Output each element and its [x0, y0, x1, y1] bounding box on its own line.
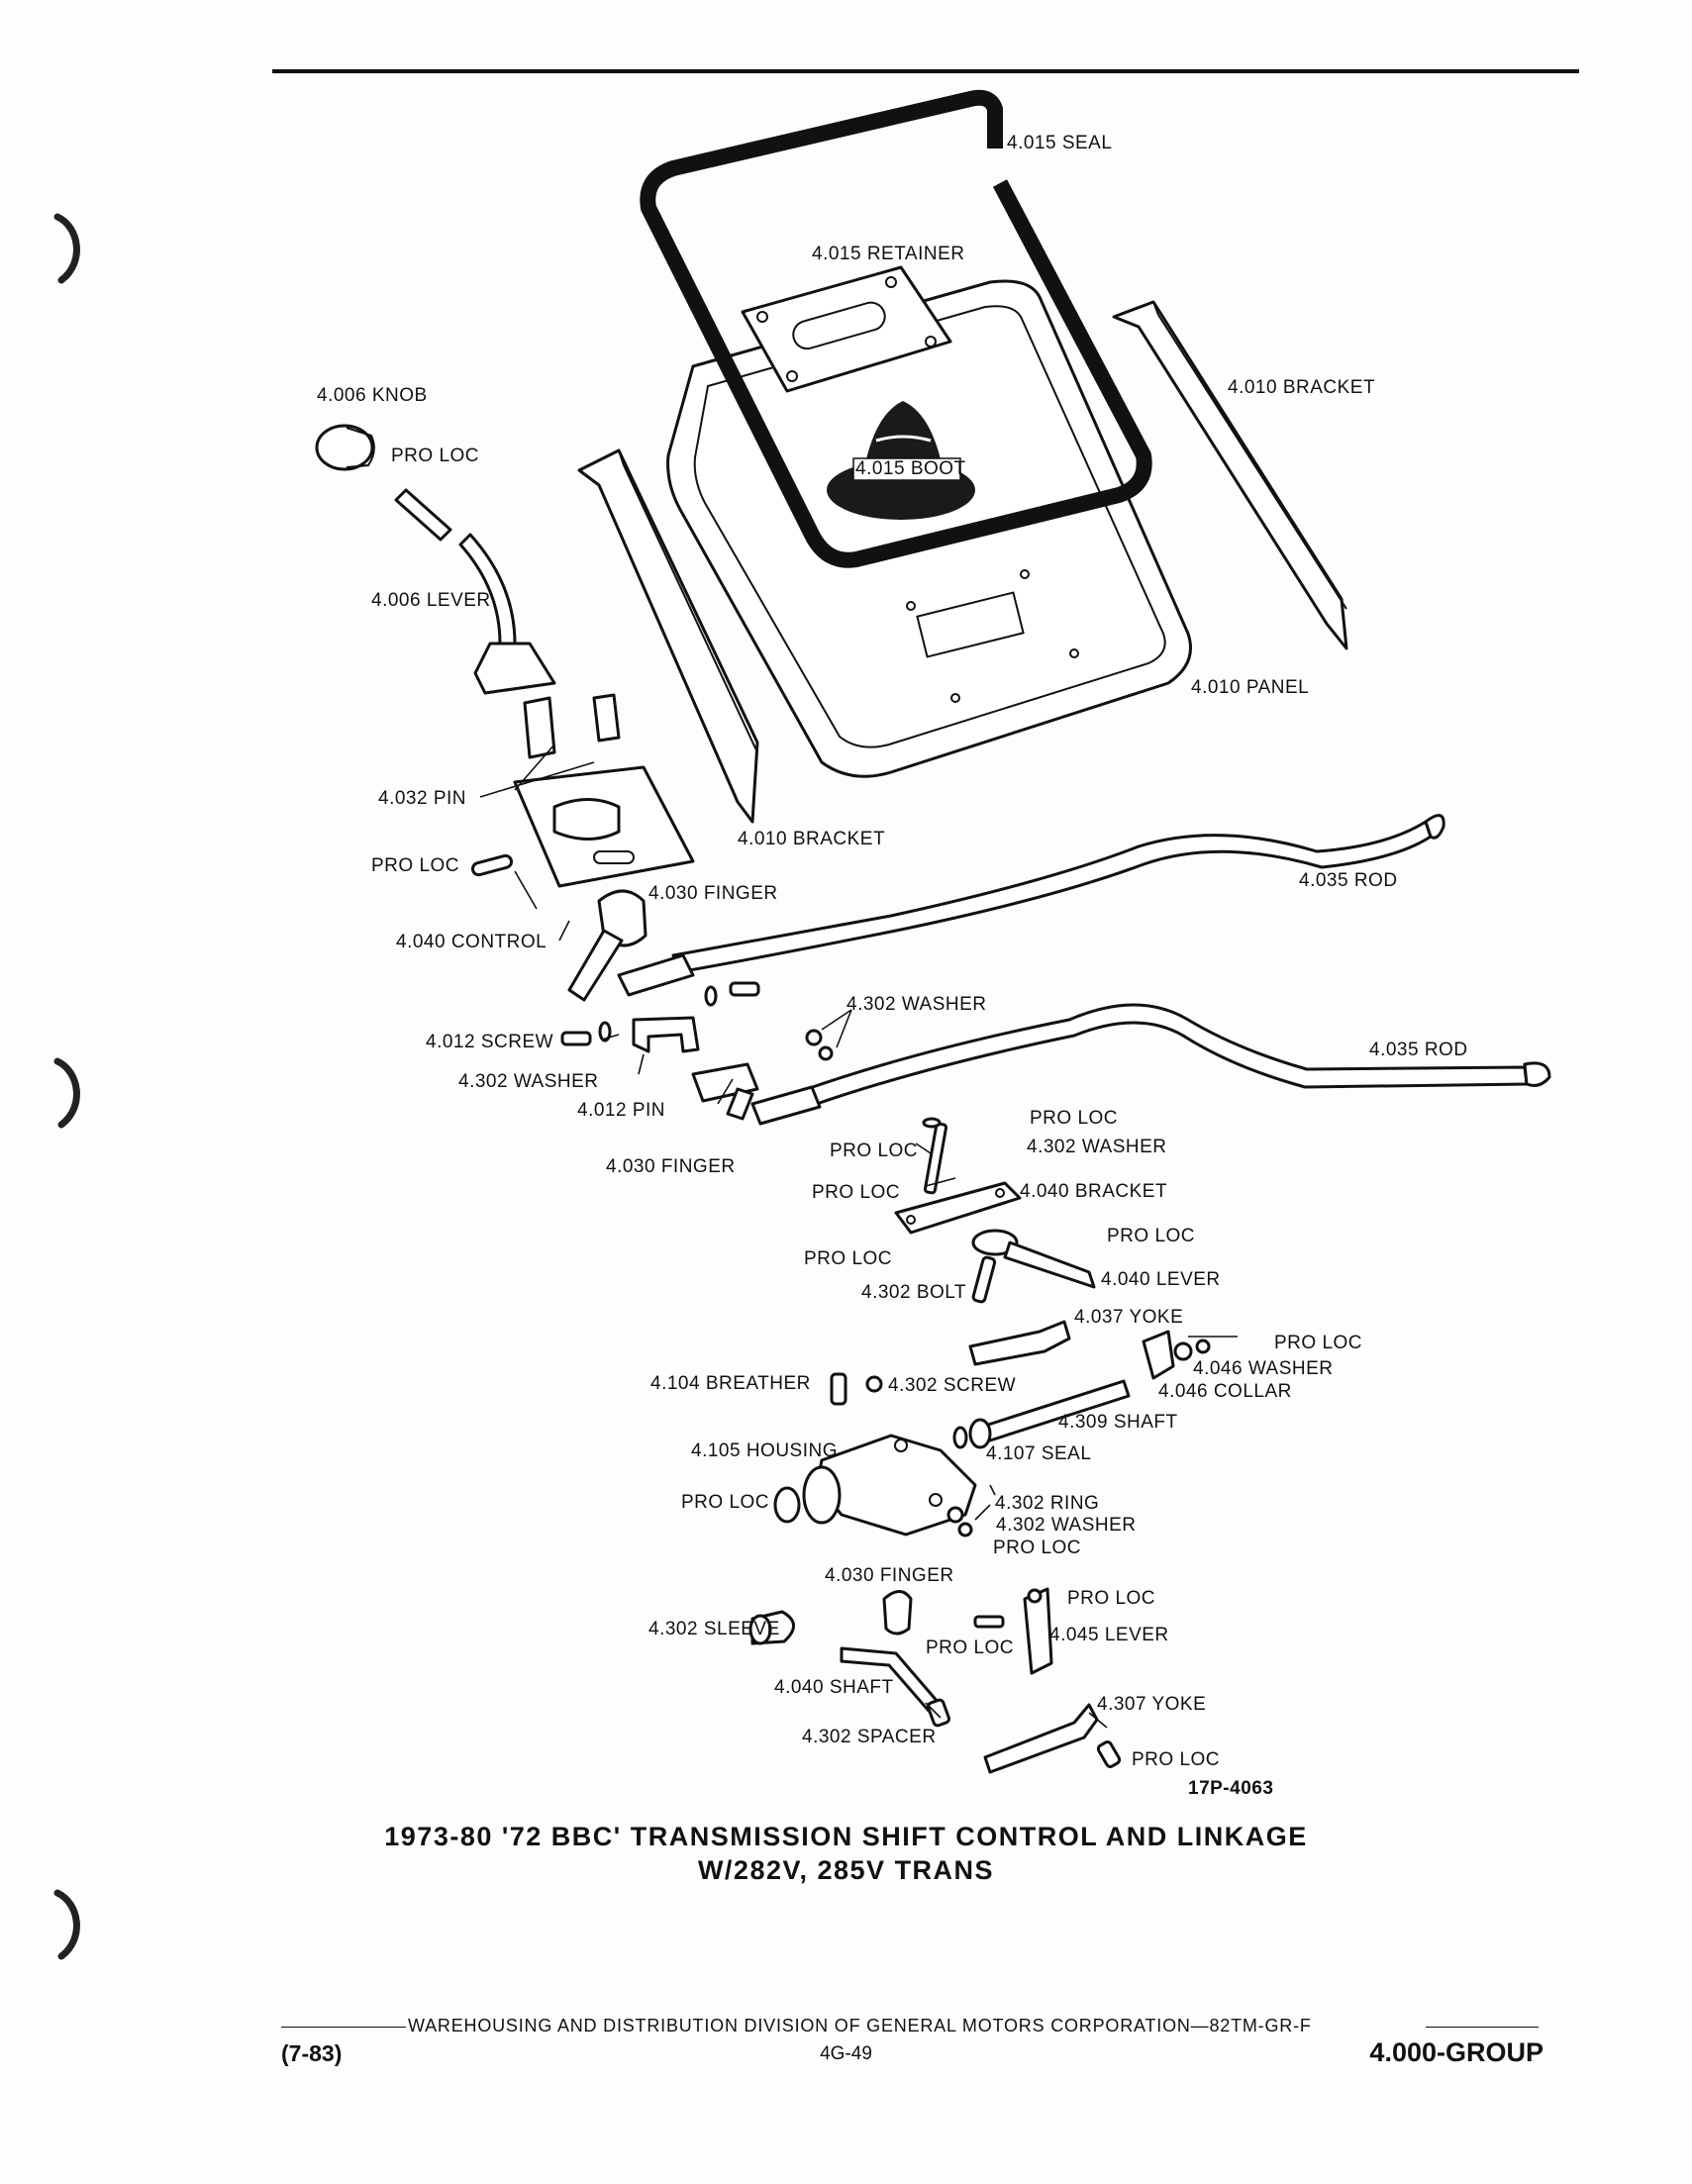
seal-part	[640, 89, 1152, 568]
label-lever-045: 4.045 LEVER	[1049, 1625, 1169, 1645]
label-rod-lower: 4.035 ROD	[1369, 1040, 1468, 1060]
lever-upper-part	[394, 488, 556, 695]
label-collar: 4.046 COLLAR	[1158, 1381, 1292, 1402]
yoke-037-part	[968, 1320, 1211, 1380]
label-rod-upper: 4.035 ROD	[1299, 870, 1398, 891]
caption-line-2: W/282V, 285V TRANS	[697, 1855, 995, 1885]
drawing-number: 17P-4063	[1188, 1778, 1273, 1799]
label-boot: 4.015 BOOT	[855, 458, 966, 479]
knob-part	[315, 424, 375, 471]
rod-upper-part	[617, 814, 1445, 997]
boot-part	[827, 401, 975, 520]
label-lever-upper: 4.006 LEVER	[371, 590, 491, 611]
bracket-right-part	[1112, 300, 1348, 650]
label-finger-lower: 4.030 FINGER	[606, 1156, 736, 1177]
finger-upper-part	[567, 889, 647, 1002]
label-breather: 4.104 BREATHER	[650, 1373, 811, 1394]
label-washer-left: 4.302 WASHER	[458, 1071, 599, 1092]
caption-line-1: 1973-80 '72 BBC' TRANSMISSION SHIFT CONT…	[384, 1822, 1308, 1851]
label-pro-loc-a: PRO LOC	[1030, 1108, 1118, 1129]
label-pro-loc-rod: PRO LOC	[830, 1141, 918, 1161]
label-yoke-037: 4.037 YOKE	[1074, 1307, 1183, 1328]
label-pro-loc-j: PRO LOC	[1132, 1749, 1220, 1770]
label-washer-046: 4.046 WASHER	[1193, 1358, 1334, 1379]
binder-hole-mark-top	[53, 213, 80, 284]
label-screw-302: 4.302 SCREW	[888, 1375, 1016, 1396]
retainer-part	[741, 265, 952, 393]
part-labels: 4.015 SEAL 4.015 RETAINER 4.006 KNOB PRO…	[317, 133, 1468, 1799]
label-screw: 4.012 SCREW	[426, 1032, 553, 1052]
pin-012-part	[560, 981, 834, 1061]
label-ring: 4.302 RING	[995, 1493, 1099, 1514]
label-pro-loc-f: PRO LOC	[681, 1492, 769, 1513]
yoke-307-part	[983, 1703, 1122, 1774]
control-part	[470, 693, 695, 888]
label-pro-loc-b: PRO LOC	[812, 1182, 900, 1203]
label-pro-loc-h: PRO LOC	[1067, 1588, 1155, 1609]
finger-lower-part	[691, 1062, 759, 1121]
label-bracket-right: 4.010 BRACKET	[1228, 377, 1375, 398]
label-washer-b: 4.302 WASHER	[1027, 1137, 1167, 1157]
rod-lower-part	[750, 1003, 1551, 1126]
label-retainer: 4.015 RETAINER	[812, 244, 964, 264]
shaft-309-part	[952, 1379, 1131, 1449]
footer-date: (7-83)	[281, 2040, 343, 2066]
bracket-left-part	[577, 448, 759, 824]
leader-lines	[479, 744, 1238, 1729]
label-spacer: 4.302 SPACER	[802, 1727, 937, 1747]
shaft-040-part	[840, 1646, 950, 1728]
label-seal-107: 4.107 SEAL	[986, 1443, 1091, 1464]
label-pin-012: 4.012 PIN	[577, 1100, 665, 1121]
label-bracket-040: 4.040 BRACKET	[1020, 1181, 1167, 1202]
bracket-040-part	[894, 1181, 1022, 1235]
panel-part	[666, 279, 1192, 778]
bolt-part	[922, 1117, 948, 1195]
label-washer-pair: 4.302 WASHER	[846, 994, 987, 1015]
label-bracket-left: 4.010 BRACKET	[738, 829, 885, 849]
label-pro-loc-c: PRO LOC	[1107, 1226, 1195, 1246]
label-control: 4.040 CONTROL	[396, 932, 547, 952]
footer-publisher-line: WAREHOUSING AND DISTRIBUTION DIVISION OF…	[408, 2016, 1312, 2035]
label-pro-loc-control: PRO LOC	[371, 855, 459, 876]
label-pro-loc-i: PRO LOC	[926, 1638, 1014, 1658]
label-shaft-309: 4.309 SHAFT	[1058, 1412, 1178, 1433]
binder-hole-mark-bottom	[53, 1889, 80, 1960]
lever-040-part	[971, 1229, 1096, 1304]
footer-rule-right	[1426, 2027, 1539, 2028]
label-finger-upper: 4.030 FINGER	[648, 883, 778, 904]
label-bolt: 4.302 BOLT	[861, 1282, 966, 1303]
label-pro-loc-knob: PRO LOC	[391, 446, 479, 466]
finger-bottom-part	[748, 1590, 913, 1645]
footer-group: 4.000-GROUP	[1369, 2037, 1543, 2067]
footer-page-number: 4G-49	[820, 2043, 872, 2064]
label-panel: 4.010 PANEL	[1191, 677, 1309, 698]
label-pro-loc-e: PRO LOC	[1274, 1333, 1362, 1353]
label-knob: 4.006 KNOB	[317, 385, 428, 406]
label-pro-loc-g: PRO LOC	[993, 1538, 1081, 1558]
figure-caption: 1973-80 '72 BBC' TRANSMISSION SHIFT CONT…	[0, 1820, 1692, 1887]
label-pro-loc-d: PRO LOC	[804, 1248, 892, 1269]
lever-045-part	[973, 1587, 1053, 1675]
label-washer-c: 4.302 WASHER	[996, 1515, 1137, 1536]
housing-part	[773, 1372, 977, 1538]
label-pin: 4.032 PIN	[378, 788, 466, 809]
label-seal: 4.015 SEAL	[1007, 133, 1112, 153]
footer-rule-left	[281, 2027, 406, 2028]
label-shaft-040: 4.040 SHAFT	[774, 1677, 894, 1698]
top-rule	[272, 69, 1579, 73]
label-housing: 4.105 HOUSING	[691, 1440, 838, 1461]
label-sleeve: 4.302 SLEEVE	[648, 1619, 780, 1639]
label-finger-bottom: 4.030 FINGER	[825, 1565, 954, 1586]
label-lever-040: 4.040 LEVER	[1101, 1269, 1221, 1290]
binder-hole-mark-middle	[53, 1057, 80, 1129]
label-yoke-307: 4.307 YOKE	[1097, 1694, 1206, 1715]
exploded-parts-diagram: 4.015 SEAL 4.015 RETAINER 4.006 KNOB PRO…	[315, 89, 1551, 1799]
